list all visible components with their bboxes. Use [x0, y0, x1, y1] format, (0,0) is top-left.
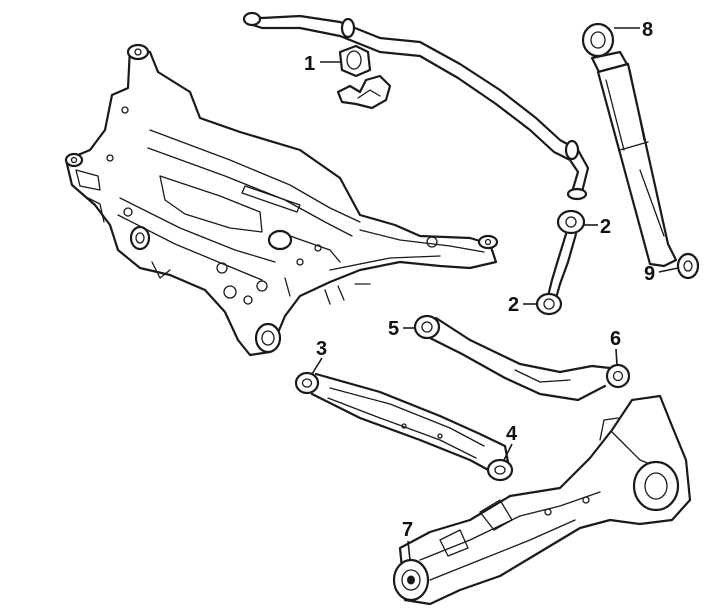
callout-label-5: 5: [388, 318, 399, 340]
stabilizer-bar: [242, 11, 590, 201]
lower-lateral-arm: [294, 371, 514, 482]
rear-knuckle-trailing-arm: [392, 394, 692, 606]
callout-2a: 2: [584, 216, 611, 238]
callout-2b: 2: [508, 294, 538, 316]
callout-label-9: 9: [644, 263, 655, 285]
callout-label-2b: 2: [508, 294, 519, 316]
callout-label-4: 4: [506, 423, 518, 445]
callout-label-2a: 2: [600, 216, 611, 238]
stabilizer-link: [535, 209, 586, 316]
shock-absorber: [581, 22, 700, 280]
callout-7: 7: [402, 519, 413, 561]
callout-8: 8: [614, 19, 653, 41]
callout-label-7: 7: [402, 519, 413, 541]
callout-label-1: 1: [304, 53, 315, 75]
upper-lateral-arm: [413, 314, 631, 402]
callout-label-6: 6: [610, 328, 621, 350]
rear-subframe: [64, 43, 499, 357]
stabilizer-bushing-and-bracket: [336, 44, 392, 110]
callout-5: 5: [388, 318, 416, 340]
callout-9: 9: [644, 263, 679, 285]
callout-3: 3: [311, 338, 327, 375]
callout-label-3: 3: [316, 338, 327, 360]
callout-4: 4: [503, 423, 518, 461]
callout-6: 6: [610, 328, 621, 366]
callout-label-8: 8: [642, 19, 653, 41]
callout-1: 1: [304, 53, 340, 75]
